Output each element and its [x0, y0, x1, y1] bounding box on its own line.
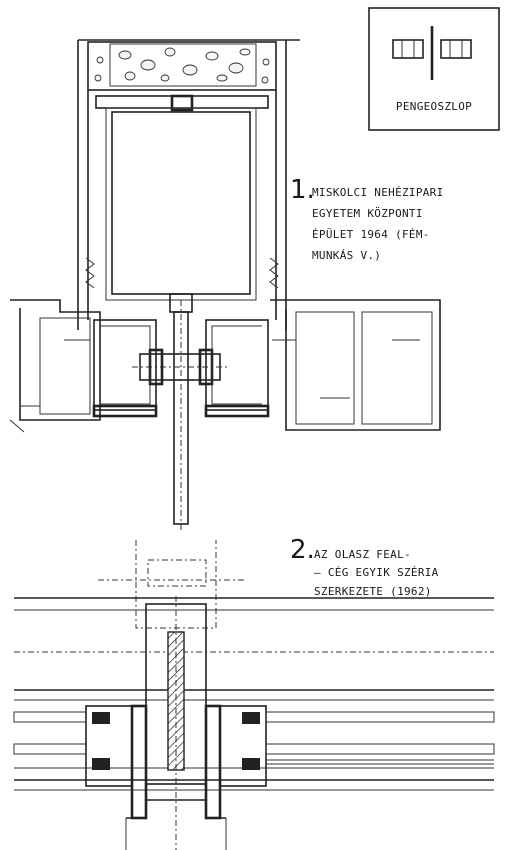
- detail-1-line-2: EGYETEM KÖZPONTI: [312, 207, 423, 220]
- detail-2-drawing: [13, 540, 495, 850]
- detail-1-line-1: MISKOLCI NEHÉZIPARI: [312, 186, 444, 199]
- detail-2-number: 2.: [290, 535, 315, 565]
- detail-2-line-1: AZ OLASZ FEAL-: [314, 548, 411, 561]
- concrete-fill: [94, 47, 270, 84]
- detail-1-label: 1. MISKOLCI NEHÉZIPARI EGYETEM KÖZPONTI …: [290, 175, 444, 262]
- legend-title: PENGEOSZLOP: [396, 100, 472, 113]
- detail-2-line-3: SZERKEZETE (1962): [314, 585, 432, 598]
- detail-1-drawing: [9, 39, 441, 530]
- blade-column-symbol: [392, 26, 472, 80]
- detail-2-label: 2. AZ OLASZ FEAL- – CÉG EGYIK SZÉRIA SZE…: [290, 535, 439, 598]
- detail-2-line-2: – CÉG EGYIK SZÉRIA: [314, 566, 439, 579]
- detail-1-line-3: ÉPÜLET 1964 (FÉM-: [312, 228, 430, 241]
- legend-box: PENGEOSZLOP: [368, 7, 500, 131]
- detail-1-line-4: MUNKÁS V.): [312, 249, 381, 262]
- detail-1-number: 1.: [290, 175, 315, 205]
